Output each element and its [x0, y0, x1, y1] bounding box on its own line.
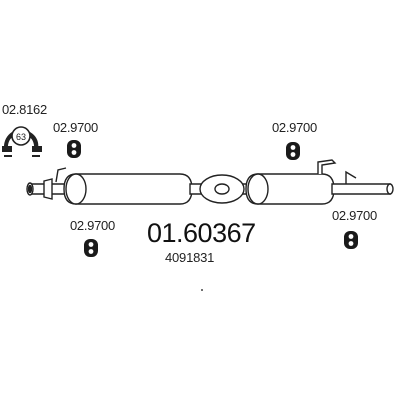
mount-part-code: 02.9700 [70, 218, 115, 233]
clamp-icon: 63 [2, 126, 42, 157]
front-muffler [63, 173, 193, 205]
main-part-number: 01.60367 [147, 218, 256, 248]
mount-part-code: 02.9700 [332, 208, 377, 223]
stray-dot [201, 289, 203, 291]
clamp-badge: 63 [16, 132, 26, 142]
clamp-part-code: 02.8162 [2, 102, 47, 117]
mount-part-code: 02.9700 [53, 120, 98, 135]
rubber-mount-icon [286, 142, 300, 160]
rubber-mount-icon [344, 231, 358, 249]
oem-part-number: 4091831 [165, 250, 215, 265]
mount-part-code: 02.9700 [272, 120, 317, 135]
rubber-mount-icon [84, 239, 98, 257]
rubber-mount-icon [67, 140, 81, 158]
rear-muffler [245, 173, 335, 205]
exhaust-pipe [26, 159, 394, 205]
